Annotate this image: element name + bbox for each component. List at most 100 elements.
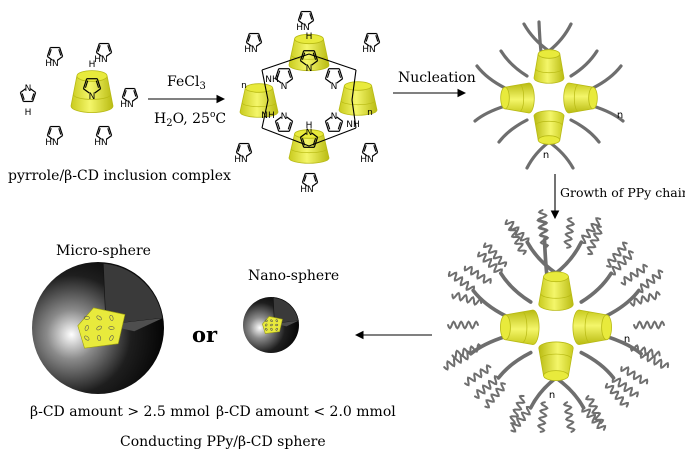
polymer-segment bbox=[471, 288, 508, 318]
ring-bond bbox=[311, 132, 318, 138]
nitrogen-label: HN bbox=[296, 23, 310, 33]
polymer-chain bbox=[451, 291, 483, 306]
cup-band bbox=[340, 100, 376, 106]
ring-bond bbox=[46, 126, 51, 136]
nitrogen-label: N bbox=[281, 112, 288, 122]
polymer-chain bbox=[581, 406, 607, 431]
core-detail bbox=[83, 316, 90, 320]
cyclodextrin-cup bbox=[533, 110, 565, 145]
polymer-segment bbox=[554, 240, 584, 276]
ring-bond bbox=[275, 116, 282, 122]
polymer-chain bbox=[447, 320, 479, 330]
ring-bond bbox=[47, 55, 53, 61]
cup-body bbox=[533, 53, 565, 84]
nitrogen-label: HN bbox=[120, 100, 134, 110]
cup-rim bbox=[601, 314, 612, 341]
ring-bond bbox=[374, 143, 379, 153]
double-bond bbox=[287, 70, 292, 78]
cup-band bbox=[291, 148, 327, 154]
cup-band bbox=[519, 84, 525, 112]
pyrrole-ring: HN bbox=[94, 42, 113, 65]
ring-bond bbox=[376, 33, 381, 43]
micro-sphere bbox=[32, 262, 164, 394]
cup-band bbox=[573, 84, 579, 112]
polymer-chain bbox=[637, 269, 664, 294]
micro-amount-label: β-CD amount > 2.5 mmol bbox=[30, 404, 210, 420]
repeat-n: n bbox=[624, 334, 630, 345]
pyrrole-ring: HN bbox=[244, 32, 263, 55]
nucleation-label: Nucleation bbox=[398, 70, 476, 86]
double-bond bbox=[337, 122, 342, 130]
core-detail bbox=[108, 326, 115, 330]
nitrogen-label: N bbox=[89, 92, 96, 102]
nitrogen-label: HN bbox=[362, 45, 376, 55]
cyclodextrin-cup bbox=[563, 82, 598, 114]
core-detail bbox=[97, 335, 102, 342]
core-detail bbox=[265, 323, 268, 327]
double-bond bbox=[58, 128, 62, 135]
cyclodextrin-cup bbox=[288, 33, 330, 72]
polymer-chain bbox=[620, 263, 648, 286]
ring-bond bbox=[275, 78, 282, 84]
polymer-chain bbox=[629, 290, 661, 308]
double-bond bbox=[301, 138, 306, 146]
cup-rim bbox=[537, 49, 561, 59]
ring-bond bbox=[336, 78, 343, 84]
ring-bond bbox=[300, 132, 307, 138]
core-detail bbox=[275, 327, 278, 331]
pyrrole-ring: HN bbox=[360, 142, 379, 165]
ring-bond bbox=[95, 126, 100, 136]
core-detail bbox=[270, 319, 273, 322]
nitrogen-label: N bbox=[331, 112, 338, 122]
nh-label: NH bbox=[346, 120, 360, 130]
cup-band bbox=[535, 120, 563, 126]
pyrrole-ring: N bbox=[324, 68, 344, 92]
cup-rim bbox=[500, 86, 510, 110]
double-bond bbox=[337, 70, 342, 78]
polymer-chain bbox=[510, 405, 532, 433]
polymer-chain bbox=[620, 366, 649, 385]
pyrrole-ring: HN bbox=[94, 125, 113, 148]
ring-bond bbox=[246, 41, 252, 47]
nano-amount-label: β-CD amount < 2.0 mmol bbox=[216, 404, 396, 420]
polymer-segment bbox=[497, 118, 529, 144]
double-bond bbox=[107, 128, 111, 135]
reagent-label: FeCl3 bbox=[167, 74, 206, 92]
polymer-segment bbox=[569, 49, 599, 78]
cup-rim bbox=[543, 370, 569, 381]
ring-bond bbox=[121, 88, 126, 98]
double-bond bbox=[299, 13, 303, 20]
ring-bond bbox=[324, 121, 330, 132]
double-bond bbox=[373, 145, 377, 152]
polymer-chain bbox=[474, 375, 500, 400]
polymer-chain bbox=[451, 342, 483, 360]
pyrrole-ring: NH bbox=[19, 84, 37, 118]
ring-bond bbox=[134, 88, 139, 98]
nitrogen-label: HN bbox=[45, 59, 59, 69]
nitrogen-label: N bbox=[306, 128, 313, 138]
cup-band bbox=[540, 293, 572, 299]
ring-bond bbox=[19, 92, 24, 102]
polymer-segment bbox=[569, 118, 601, 144]
ring-bond bbox=[299, 137, 305, 148]
polymer-segment bbox=[496, 350, 533, 380]
repeat-n: n bbox=[617, 110, 623, 121]
cup-rim bbox=[537, 135, 561, 145]
polymer-chain bbox=[611, 376, 639, 398]
polymer-chain bbox=[606, 241, 628, 268]
hydrogen-label: H bbox=[306, 32, 313, 42]
ring-bond bbox=[245, 33, 250, 43]
ring-bond bbox=[274, 68, 280, 79]
ring-bond bbox=[363, 33, 368, 43]
cup-body bbox=[533, 110, 565, 141]
polymer-segment bbox=[469, 334, 508, 356]
cyclodextrin-cup bbox=[70, 70, 114, 113]
nitrogen-label: HN bbox=[94, 55, 108, 65]
ring-bond bbox=[311, 60, 318, 66]
ring-bond bbox=[122, 96, 128, 102]
ring-bond bbox=[106, 51, 112, 57]
pyrrole-ring: HN bbox=[296, 10, 315, 33]
backbone-bond bbox=[261, 69, 269, 101]
polymer-chain bbox=[563, 217, 576, 249]
polymer-segment bbox=[554, 376, 586, 410]
